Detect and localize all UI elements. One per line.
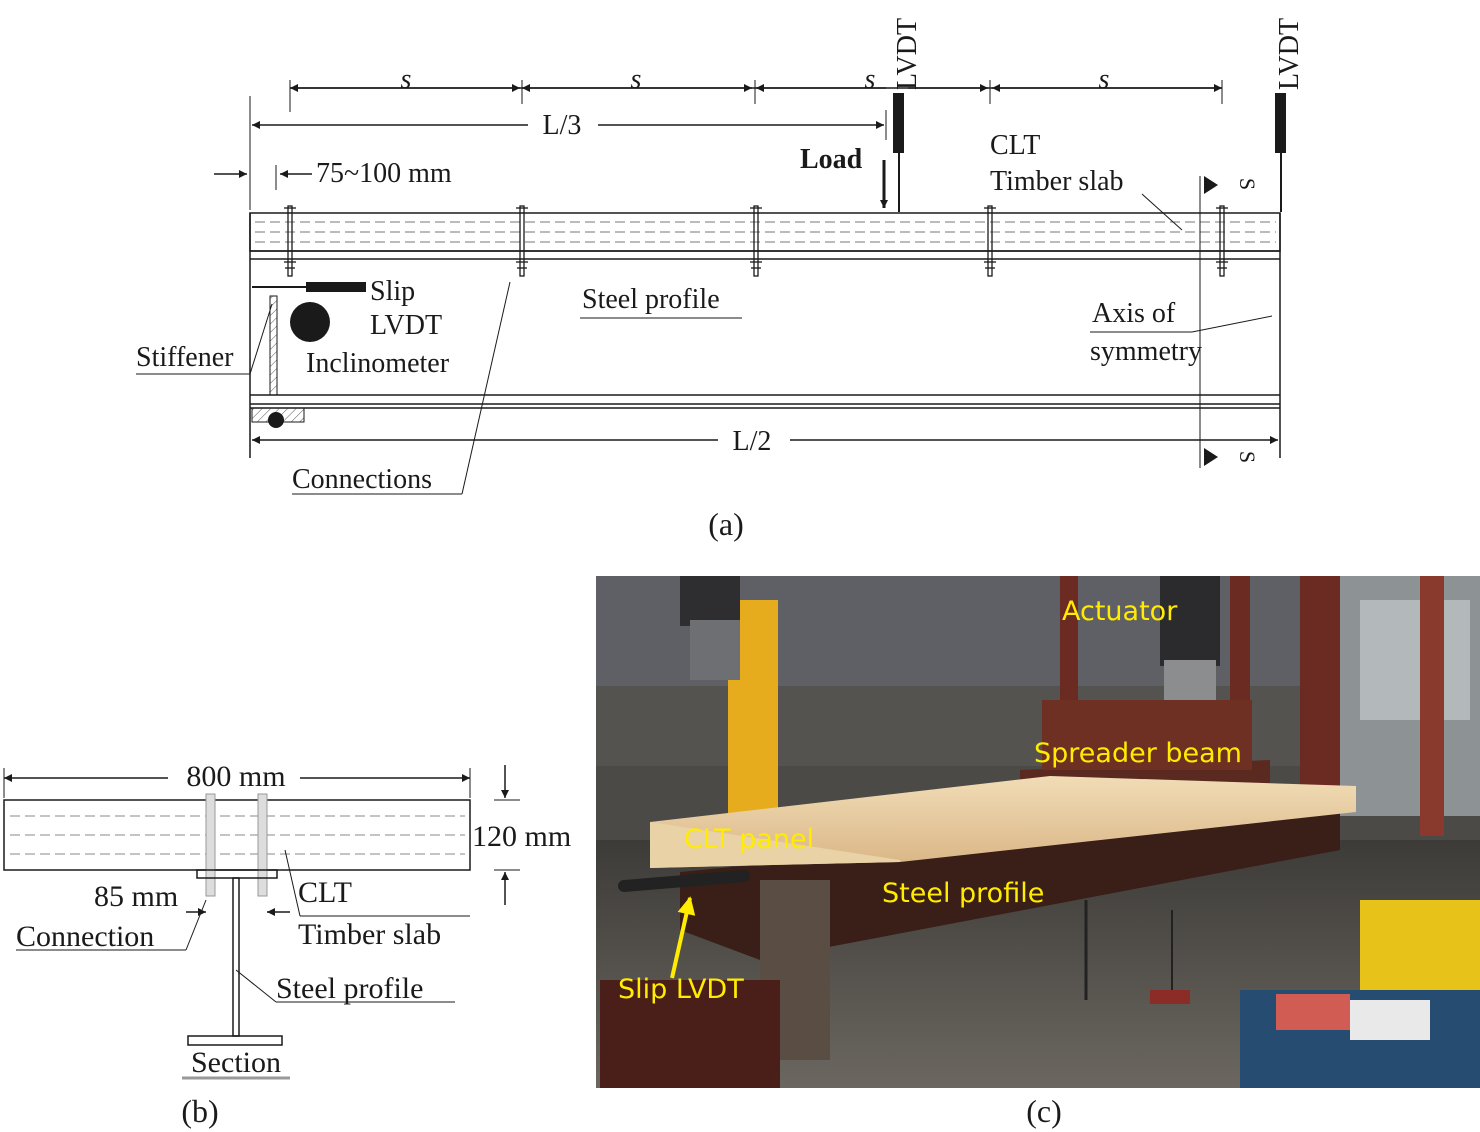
caption-a: (a)	[708, 506, 744, 542]
caption-b: (b)	[181, 1093, 218, 1129]
steel-profile-c-label: Steel profile	[882, 878, 1044, 909]
symmetry-label: symmetry	[1090, 336, 1202, 367]
spreader-beam-label: Spreader beam	[1034, 738, 1242, 769]
steel-profile-b-label: Steel profile	[276, 972, 423, 1005]
lvdt-label-2: LVDT	[1274, 18, 1305, 90]
slip-lvdt-c-label: Slip LVDT	[618, 974, 744, 1005]
clt-b-label: CLT	[298, 876, 352, 909]
section-mark-bottom: S	[1235, 451, 1260, 463]
figure-a-labels: s s s s L/3 75~100 mm Load LVDT LVDT CLT…	[136, 18, 1305, 542]
edge-distance-label: 75~100 mm	[316, 158, 452, 189]
connections-label: Connections	[292, 464, 432, 495]
clt-label: CLT	[990, 130, 1040, 161]
spacing-label-1: s	[401, 64, 412, 95]
height-label: 120 mm	[472, 820, 571, 853]
connection-label: Connection	[16, 920, 154, 953]
inclinometer-label: Inclinometer	[306, 348, 450, 379]
span-third-label: L/3	[543, 110, 582, 141]
figure-b-labels: 800 mm 120 mm 85 mm Connection CLT Timbe…	[16, 760, 571, 1129]
figure-b-section	[3, 765, 520, 1080]
figure-c-labels: Actuator Spreader beam CLT panel Steel p…	[618, 596, 1242, 1129]
clt-panel-label: CLT panel	[684, 824, 814, 855]
spacing-label-3: s	[865, 64, 876, 95]
timber-slab-b-label: Timber slab	[298, 918, 441, 951]
section-label: Section	[191, 1046, 281, 1079]
load-label: Load	[800, 144, 863, 175]
stiffener-label: Stiffener	[136, 342, 234, 373]
figure-c-photo	[596, 576, 1480, 1088]
figure-a-elevation	[136, 80, 1286, 495]
offset-label: 85 mm	[94, 880, 178, 913]
spacing-label-2: s	[631, 64, 642, 95]
actuator-label: Actuator	[1062, 596, 1178, 627]
slip-lvdt-label: LVDT	[370, 310, 442, 341]
width-label: 800 mm	[186, 760, 285, 793]
caption-c: (c)	[1026, 1093, 1062, 1129]
steel-profile-label: Steel profile	[582, 284, 720, 315]
slip-label: Slip	[370, 276, 415, 307]
timber-slab-label: Timber slab	[990, 166, 1124, 197]
spacing-label-4: s	[1099, 64, 1110, 95]
section-mark-top: S	[1235, 178, 1260, 190]
axis-of-label: Axis of	[1092, 298, 1176, 329]
span-half-label: L/2	[733, 426, 772, 457]
lvdt-label-1: LVDT	[892, 18, 923, 90]
